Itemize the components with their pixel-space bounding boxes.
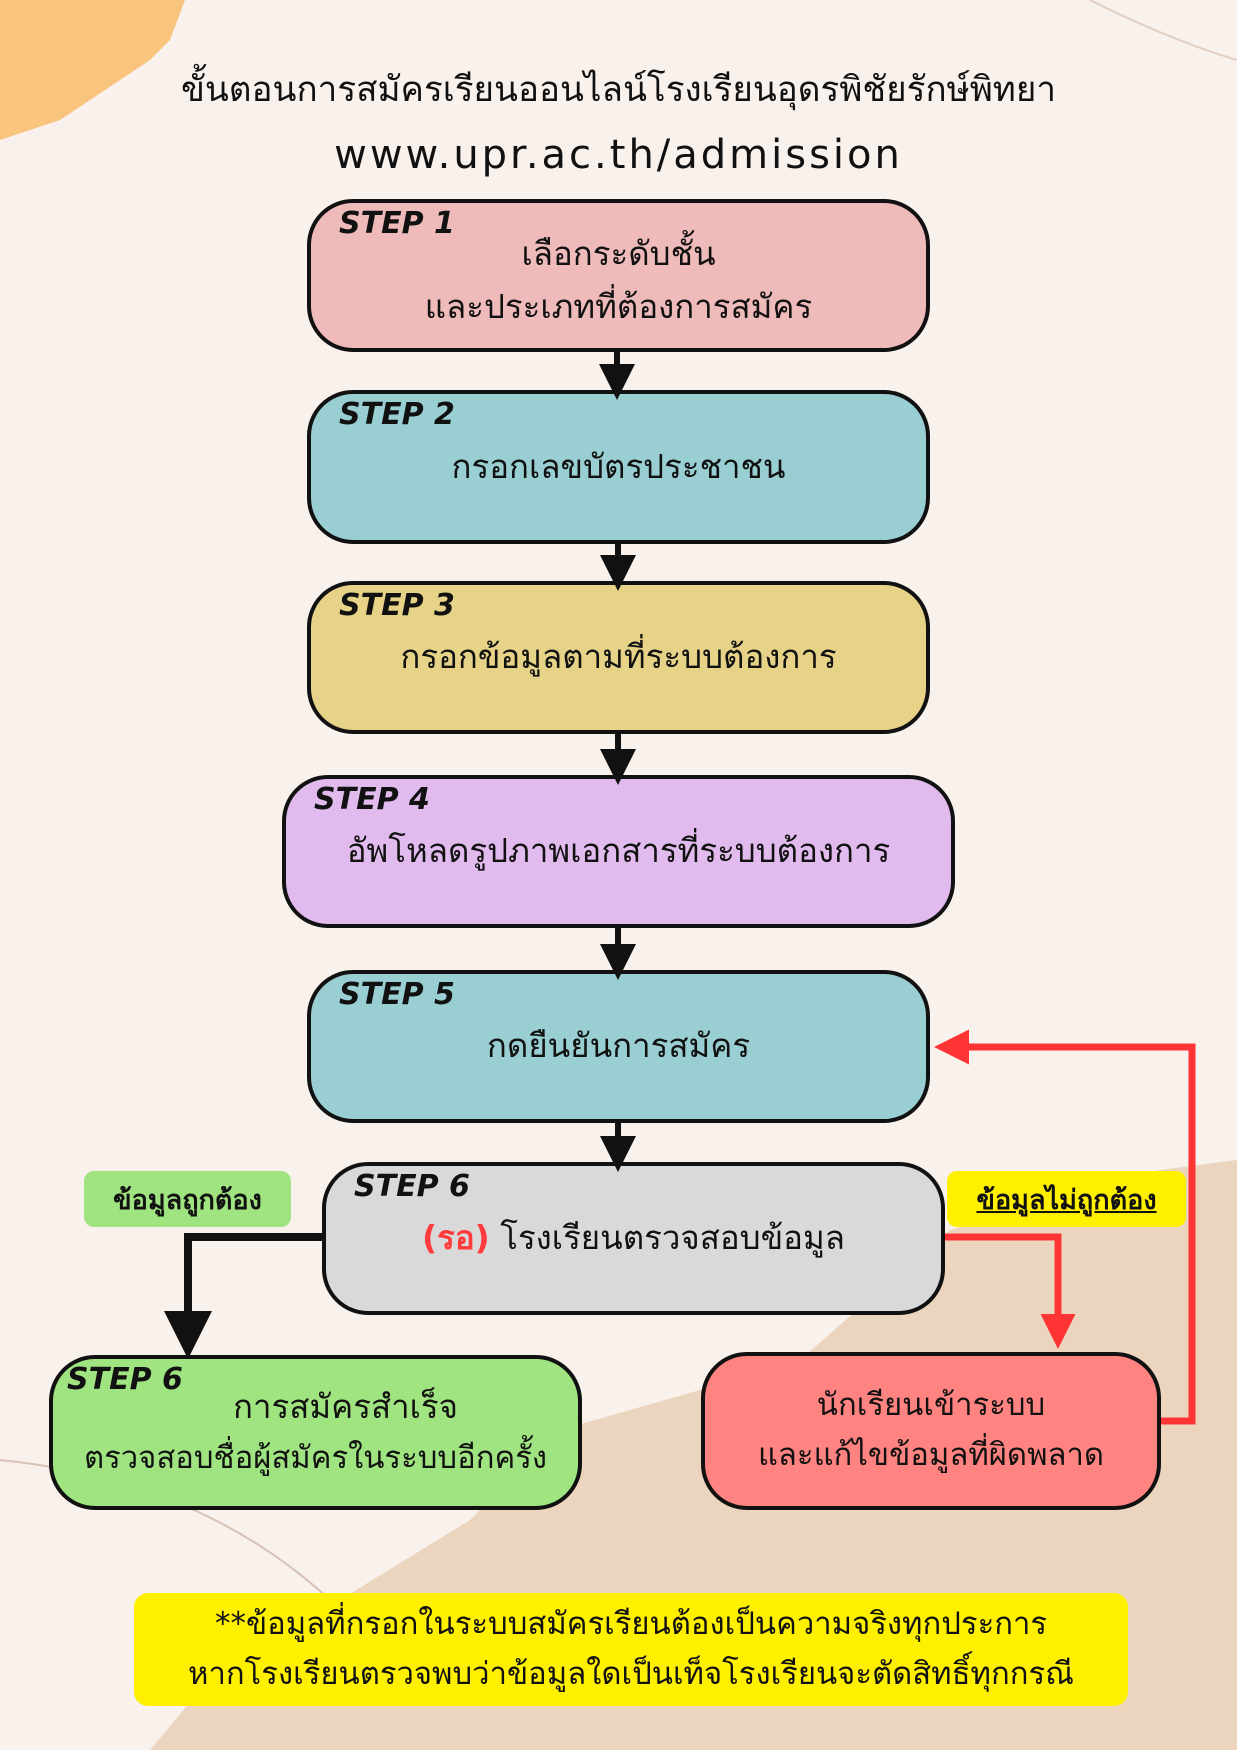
- step-text: เลือกระดับชั้น: [521, 233, 716, 273]
- waiting-prefix: (รอ): [422, 1218, 490, 1258]
- step-text: กรอกข้อมูลตามที่ระบบต้องการ: [400, 637, 837, 677]
- fix-text: นักเรียนเข้าระบบ: [816, 1387, 1046, 1424]
- step-text-row: (รอ) โรงเรียนตรวจสอบข้อมูล: [422, 1212, 845, 1265]
- step-2-box: STEP 2 กรอกเลขบัตรประชาชน: [307, 390, 930, 544]
- step-label: STEP 4: [314, 782, 430, 817]
- note-line: หากโรงเรียนตรวจพบว่าข้อมูลใดเป็นเท็จโรงเ…: [188, 1655, 1074, 1692]
- step-text: กดยืนยันการสมัคร: [486, 1026, 751, 1066]
- step-label: STEP 3: [339, 588, 455, 623]
- page-title: ขั้นตอนการสมัครเรียนออนไลน์โรงเรียนอุดรพ…: [180, 70, 1057, 110]
- incorrect-data-label: ข้อมูลไม่ถูกต้อง: [947, 1171, 1186, 1227]
- step-label: STEP 5: [339, 977, 455, 1012]
- step-text: อัพโหลดรูปภาพเอกสารที่ระบบต้องการ: [346, 831, 891, 871]
- fix-data-box: นักเรียนเข้าระบบ และแก้ไขข้อมูลที่ผิดพลา…: [701, 1352, 1161, 1510]
- correct-arrow: [164, 1233, 322, 1359]
- success-box: STEP 6 การสมัครสำเร็จ ตรวจสอบชื่อผู้สมัค…: [49, 1355, 582, 1510]
- step-label: STEP 6: [67, 1362, 183, 1397]
- fix-text: และแก้ไขข้อมูลที่ผิดพลาด: [757, 1437, 1105, 1473]
- step-text: โรงเรียนตรวจสอบข้อมูล: [500, 1218, 845, 1258]
- step-label: STEP 1: [339, 206, 455, 241]
- step-label: STEP 2: [339, 397, 455, 432]
- note-line: **ข้อมูลที่กรอกในระบบสมัครเรียนต้องเป็นค…: [214, 1605, 1048, 1642]
- step-5-box: STEP 5 กดยืนยันการสมัคร: [307, 970, 930, 1123]
- success-text: การสมัครสำเร็จ: [233, 1387, 458, 1427]
- down-arrows: [599, 352, 636, 1172]
- success-text: ตรวจสอบชื่อผู้สมัครในระบบอีกครั้ง: [83, 1440, 548, 1477]
- step-1-box: STEP 1 เลือกระดับชั้น และประเภทที่ต้องกา…: [307, 199, 930, 352]
- step-label: STEP 6: [354, 1169, 470, 1204]
- step-6-box: STEP 6 (รอ) โรงเรียนตรวจสอบข้อมูล: [322, 1162, 945, 1315]
- step-text: กรอกเลขบัตรประชาชน: [451, 446, 786, 486]
- step-3-box: STEP 3 กรอกข้อมูลตามที่ระบบต้องการ: [307, 581, 930, 734]
- step-text: และประเภทที่ต้องการสมัคร: [424, 286, 813, 326]
- warning-note: **ข้อมูลที่กรอกในระบบสมัครเรียนต้องเป็นค…: [134, 1593, 1128, 1706]
- admission-url: www.upr.ac.th/admission: [334, 132, 903, 178]
- incorrect-arrow: [945, 1233, 1076, 1349]
- return-arrow: [934, 1029, 1196, 1425]
- correct-data-label: ข้อมูลถูกต้อง: [84, 1171, 291, 1227]
- step-4-box: STEP 4 อัพโหลดรูปภาพเอกสารที่ระบบต้องการ: [282, 775, 955, 928]
